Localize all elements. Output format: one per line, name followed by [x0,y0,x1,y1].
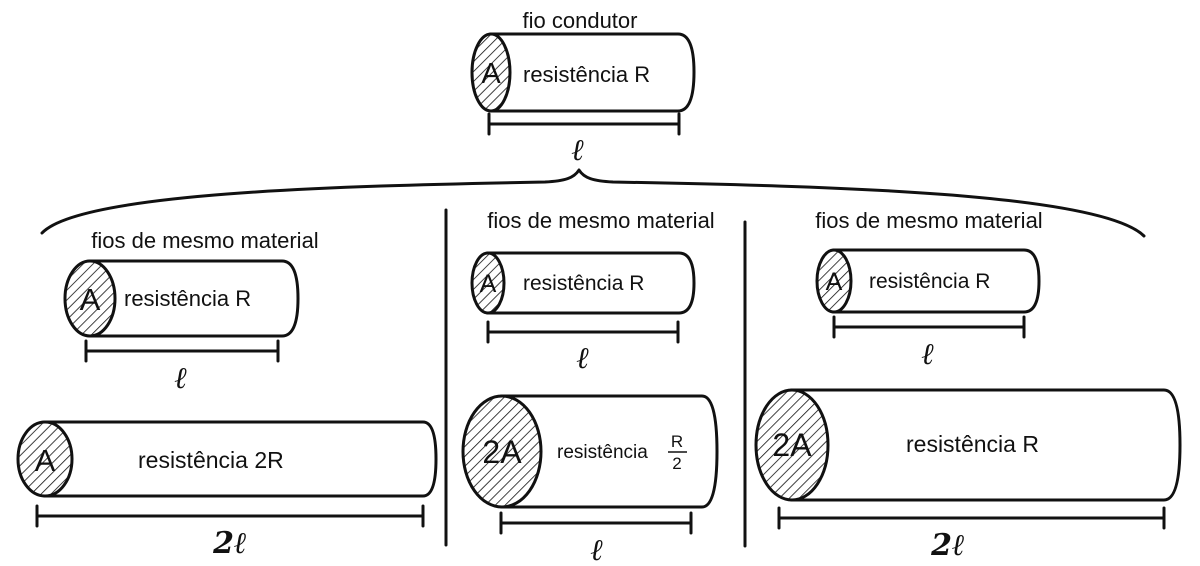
top-resistance-label: resistência R [523,62,650,87]
top-caption: fio condutor [523,8,638,33]
group2-wire2-fraction-numerator: R [671,432,683,451]
group3-wire2-area-label: 2A [772,427,812,463]
group2-wire1-resistance-label: resistência R [523,272,644,295]
group2-wire1-area-label: A [480,270,497,298]
group2-wire2-fraction-denominator: 2 [672,454,681,473]
group2-wire2: 2A resistência R 2 [461,394,719,509]
top-area-label: A [481,58,501,90]
group1-wire1-length-bar [84,339,280,363]
group3-wire1-length-bar [832,315,1026,339]
group1-wire2: A resistência 2R [16,420,438,498]
group3-wire1: A resistência R [815,248,1041,314]
group3-wire1-resistance-label: resistência R [869,270,990,293]
group2-wire1: A resistência R [470,251,696,315]
group3-wire2: 2A resistência R [754,388,1182,502]
group1-wire2-resistance-label: resistência 2R [138,447,284,473]
group2-wire2-area-label: 2A [482,434,522,470]
group3-wire2-resistance-label: resistência R [906,431,1039,457]
top-length-label: ℓ [572,133,585,168]
top-length-bar [487,112,681,136]
group2-wire1-length-bar [486,320,680,344]
group2-wire2-length-label: ℓ [591,533,604,566]
group3-wire1-area-label: A [826,268,843,296]
group2-caption: fios de mesmo material [487,208,714,233]
group2-wire1-length-label: ℓ [577,341,590,376]
group1-wire2-length-bar [35,504,425,528]
group1-wire1: A resistência R [63,259,300,338]
group2-wire2-length-bar [499,511,693,535]
group1-caption: fios de mesmo material [91,228,318,253]
group1-wire1-resistance-label: resistência R [124,286,251,311]
group1-wire1-length-label: ℓ [175,361,188,396]
top-wire: A resistência R [470,32,696,113]
group1-wire2-area-label: A [35,443,56,478]
group3-wire1-length-label: ℓ [922,337,935,372]
group1-wire1-area-label: A [80,282,101,317]
brace [40,168,1146,238]
group2-wire2-resistance-label: resistência [557,442,648,463]
group3-wire2-length-bar [777,506,1166,530]
group1-wire2-length-label: 2ℓ [212,526,247,561]
group3-wire2-length-label: 2ℓ [930,528,965,563]
group3-caption: fios de mesmo material [815,208,1042,233]
